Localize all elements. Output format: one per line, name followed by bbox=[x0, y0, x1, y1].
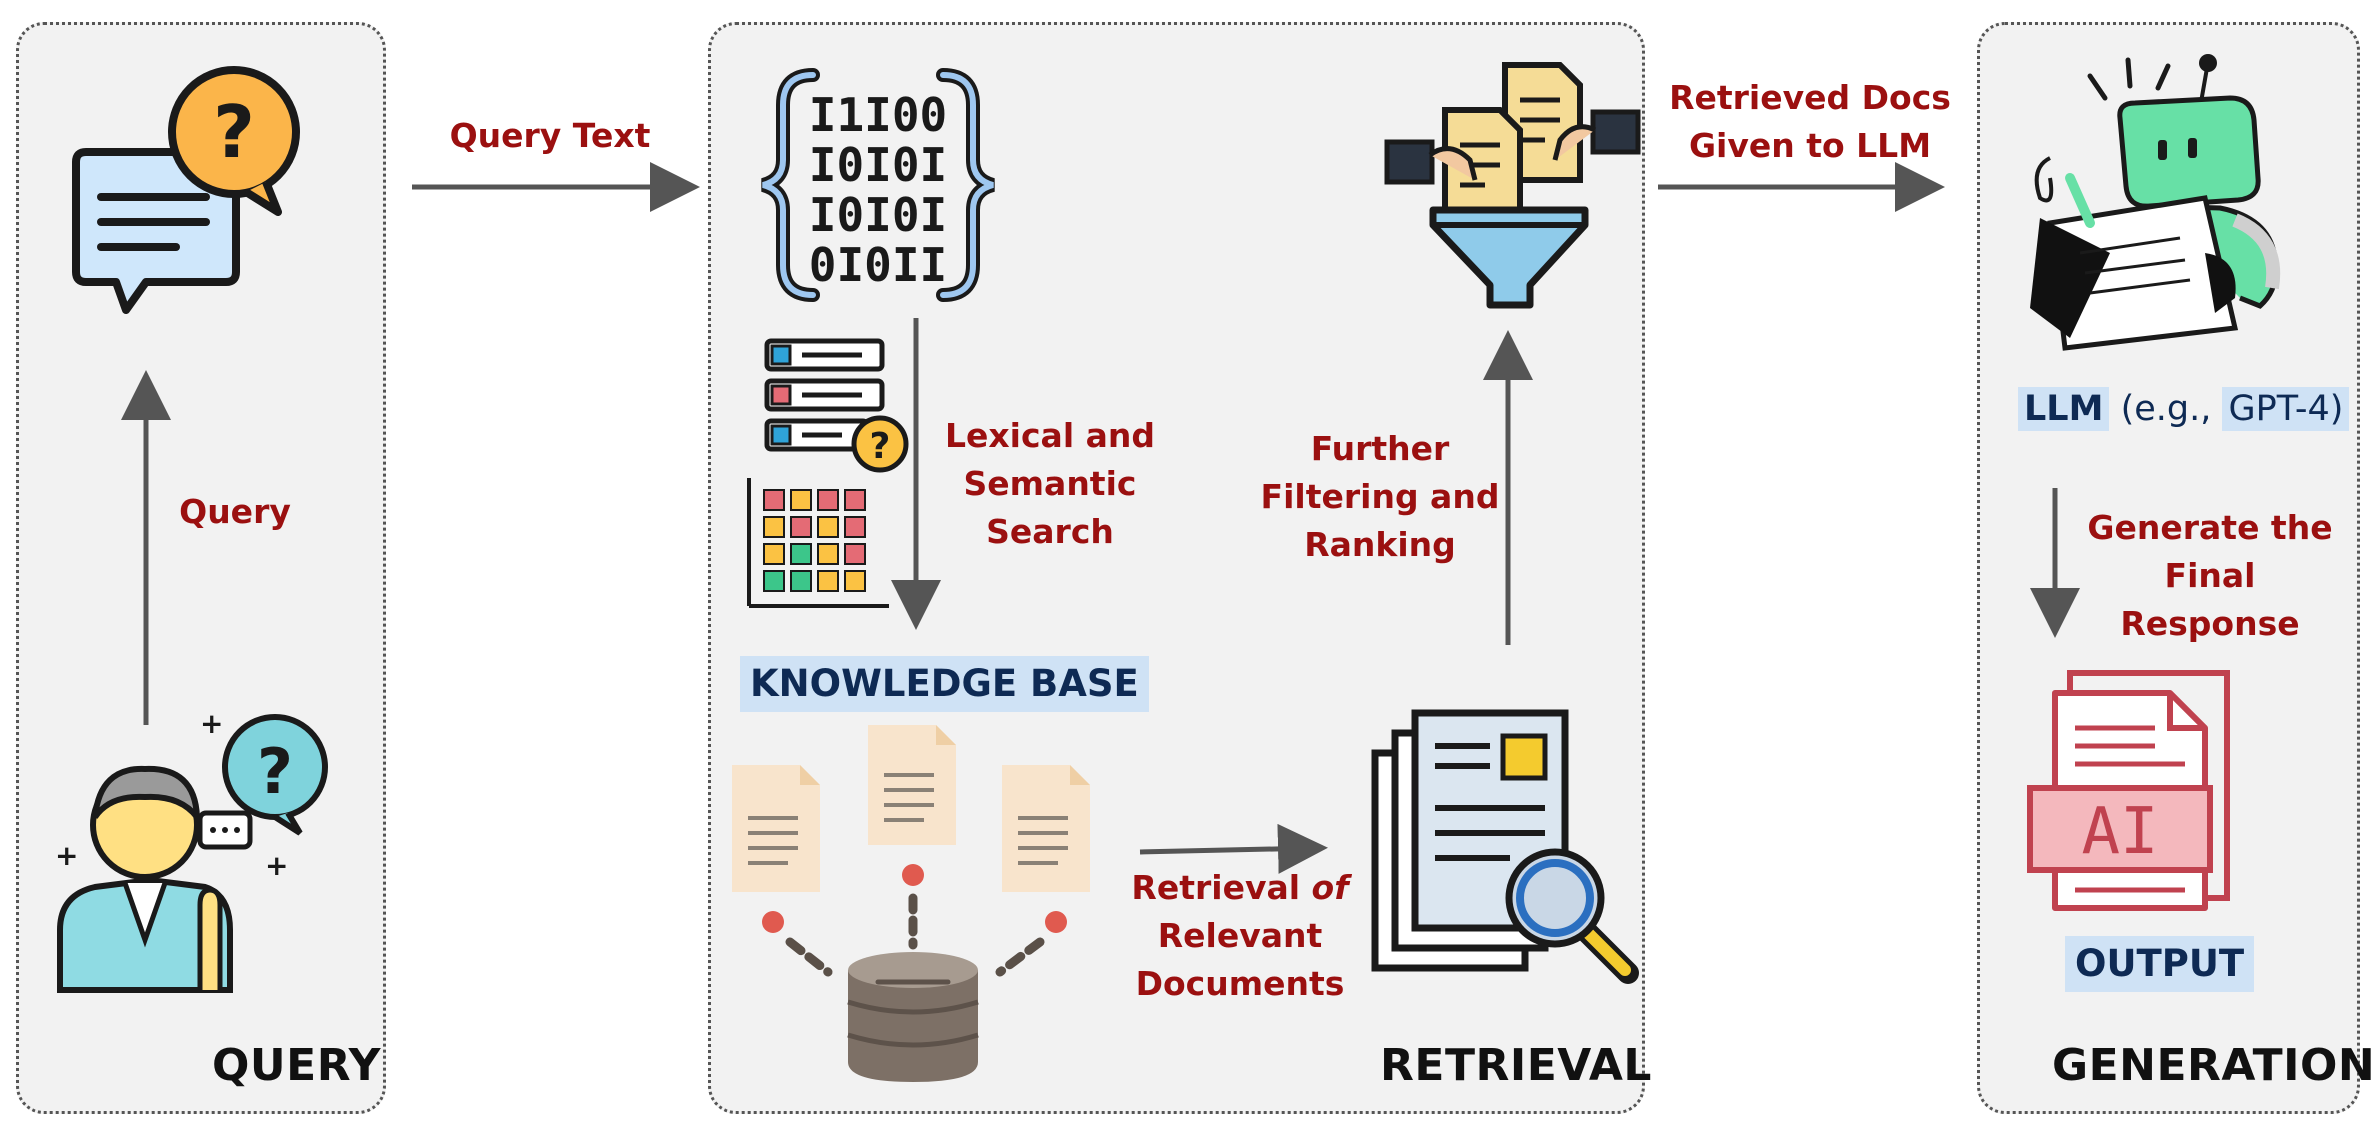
knowledge-base-database-icon bbox=[732, 725, 1090, 1082]
output-label: OUTPUT bbox=[2065, 936, 2255, 992]
heatmap-grid-icon bbox=[747, 478, 889, 608]
arrow-retrieval-right bbox=[1139, 823, 1328, 874]
chat-bubbles-icon: ? bbox=[72, 66, 300, 314]
label-generate-final-response: Generate the Final Response bbox=[2087, 508, 2333, 643]
svg-text:+: + bbox=[200, 707, 223, 740]
robot-llm-icon bbox=[2030, 54, 2281, 351]
document-icon bbox=[1002, 765, 1090, 892]
label-query-text: Query Text bbox=[449, 116, 651, 155]
svg-text:I0I0I: I0I0I bbox=[809, 188, 947, 242]
database-icon bbox=[847, 952, 979, 1082]
checklist-icon: ? bbox=[764, 338, 909, 473]
label-retrieval-relevant-documents: Retrieval of Relevant Documents bbox=[1131, 868, 1349, 1003]
document-search-icon bbox=[1371, 709, 1639, 984]
svg-text:?: ? bbox=[213, 90, 255, 174]
llm-model-label: LLM (e.g., GPT-4) bbox=[2018, 385, 2350, 433]
svg-text:?: ? bbox=[257, 735, 293, 808]
retrieval-panel-title: RETRIEVAL bbox=[1380, 1040, 1652, 1091]
svg-text:?: ? bbox=[870, 426, 891, 467]
svg-text:AI: AI bbox=[2081, 795, 2158, 869]
svg-text:I1I00: I1I00 bbox=[809, 88, 947, 142]
binary-code-icon: I1I00 I0I0I I0I0I 0I0II bbox=[760, 68, 996, 302]
svg-text:0I0II: 0I0II bbox=[809, 238, 947, 292]
generation-panel-title: GENERATION bbox=[2052, 1040, 2376, 1091]
document-icon bbox=[868, 725, 956, 845]
document-icon bbox=[732, 765, 820, 892]
label-lexical-semantic-search: Lexical and Semantic Search bbox=[944, 416, 1156, 551]
user-question-icon: ? + + + bbox=[55, 707, 328, 993]
label-query: Query bbox=[179, 492, 291, 531]
svg-text:I0I0I: I0I0I bbox=[809, 138, 947, 192]
ai-output-document-icon: AI bbox=[2027, 670, 2230, 911]
label-filtering-ranking: Further Filtering and Ranking bbox=[1260, 429, 1500, 564]
svg-text:+: + bbox=[265, 849, 288, 882]
funnel-documents-icon bbox=[1384, 62, 1641, 309]
knowledge-base-label: KNOWLEDGE BASE bbox=[740, 656, 1149, 712]
label-retrieved-docs: Retrieved Docs Given to LLM bbox=[1669, 78, 1951, 165]
svg-text:+: + bbox=[55, 839, 78, 872]
query-panel-title: QUERY bbox=[212, 1040, 382, 1091]
